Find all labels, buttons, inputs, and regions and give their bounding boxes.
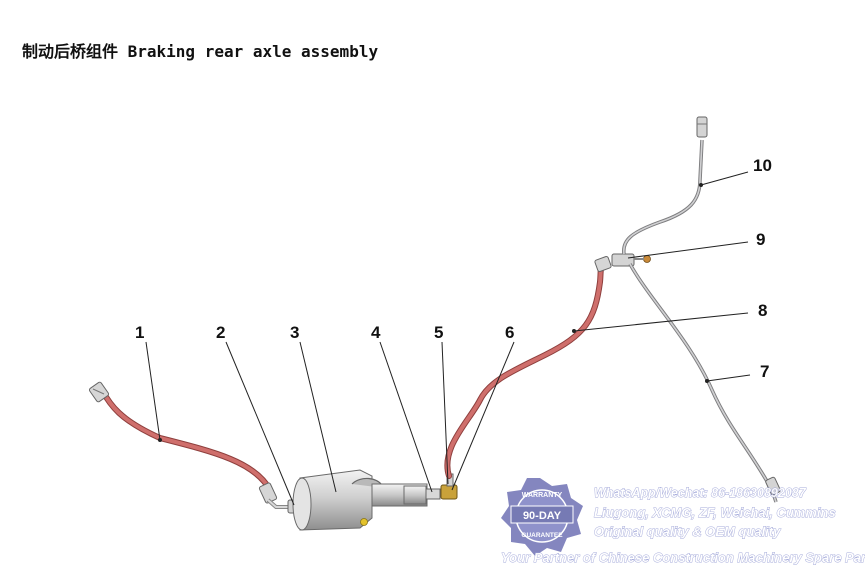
leader-line-6 [451,341,515,491]
leader-line-2 [225,341,295,506]
watermark-quality: Original quality & OEM quality [594,524,781,539]
leader-line-9 [627,241,749,259]
callout-8: 8 [758,301,767,320]
watermark-contact: WhatsApp/Wechat: 86-18630892087 [594,486,807,500]
watermark-brands: Liugong, XCMG, ZF, Weichai, Cummins [594,505,836,520]
callout-6: 6 [505,323,514,342]
leader-line-5 [441,341,449,485]
left-brake-hose [88,381,278,504]
callout-dots [158,183,709,442]
pipe-junction-tee [611,253,651,267]
watermark-tagline: Your Partner of Chinese Construction Mac… [501,550,865,565]
callout-10: 10 [753,156,772,175]
badge-top-text: WARRANTY [522,492,563,499]
leader-line-4 [379,341,433,493]
long-brake-hose [444,256,612,479]
leader-lines [145,171,751,506]
warranty-badge-icon: WARRANTY 90-DAY GUARANTEE [501,478,583,556]
lower-metal-pipe [628,263,781,503]
watermark-text: WhatsApp/Wechat: 86-18630892087 Liugong,… [501,486,865,566]
leader-line-3 [299,341,337,493]
leader-line-1 [145,341,161,441]
badge-bottom-text: GUARANTEE [521,532,563,539]
badge-mid-text: 90-DAY [523,510,562,522]
hose-end-fitting [88,381,110,403]
upper-metal-pipe [622,116,708,255]
leader-line-8 [573,312,749,332]
leader-line-7 [706,374,751,382]
page-title: 制动后桥组件 Braking rear axle assembly [22,42,379,61]
brake-chamber [292,469,428,531]
callout-9: 9 [756,230,765,249]
callout-2: 2 [216,323,225,342]
callout-5: 5 [434,323,443,342]
callout-4: 4 [371,323,381,342]
chamber-connector [425,488,441,500]
callout-7: 7 [760,362,769,381]
callout-1: 1 [135,323,144,342]
leader-line-10 [700,171,749,186]
callout-3: 3 [290,323,299,342]
